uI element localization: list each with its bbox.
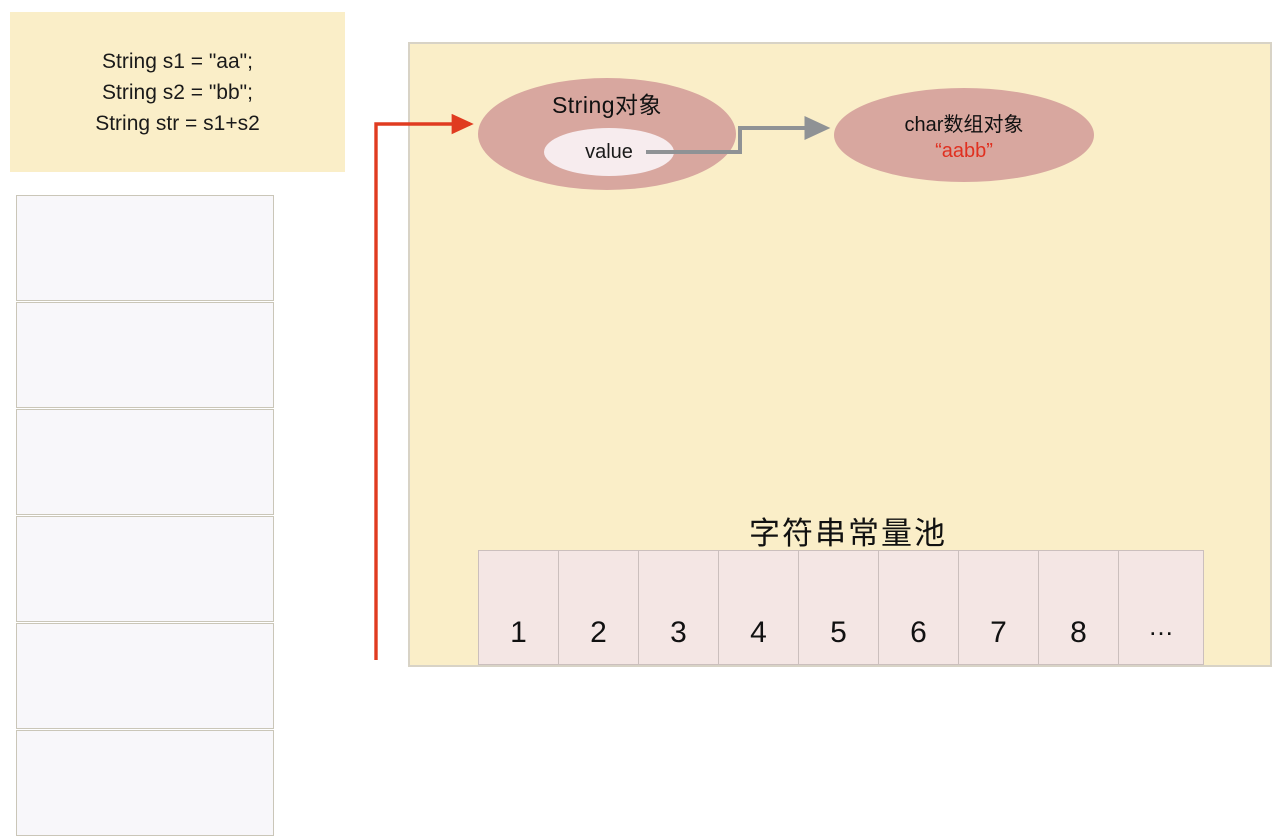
code-line: String str = s1+s2 [95,111,260,135]
pool-cell-more: … [1118,550,1204,665]
pool-cell: 3 [638,550,719,665]
table-row [16,302,274,408]
pool-cell: 7 [958,550,1039,665]
char-array-object-value: “aabb” [935,139,993,162]
code-snippet-box: String s1 = "aa"; String s2 = "bb"; Stri… [10,12,345,172]
table-row [16,195,274,301]
pool-cell: 8 [1038,550,1119,665]
pool-cell: 1 [478,550,559,665]
code-line: String s1 = "aa"; [102,49,253,73]
code-line: String s2 = "bb"; [102,80,253,104]
char-array-object-node: char数组对象 “aabb” [834,88,1094,182]
string-value-field-label: value [585,140,633,163]
string-pool-title: 字符串常量池 [749,516,947,551]
char-array-object-label: char数组对象 [904,113,1024,136]
table-row [16,730,274,836]
table-row [16,409,274,515]
pool-cell: 6 [878,550,959,665]
pool-cell: 2 [558,550,639,665]
table-row [16,623,274,729]
pool-cell: 4 [718,550,799,665]
stack-table [16,195,274,836]
string-object-label: String对象 [551,92,663,118]
string-value-field-node: value [544,128,674,176]
string-pool-table: 1 2 3 4 5 6 7 8 … [478,550,1212,665]
pool-cell: 5 [798,550,879,665]
table-row [16,516,274,622]
